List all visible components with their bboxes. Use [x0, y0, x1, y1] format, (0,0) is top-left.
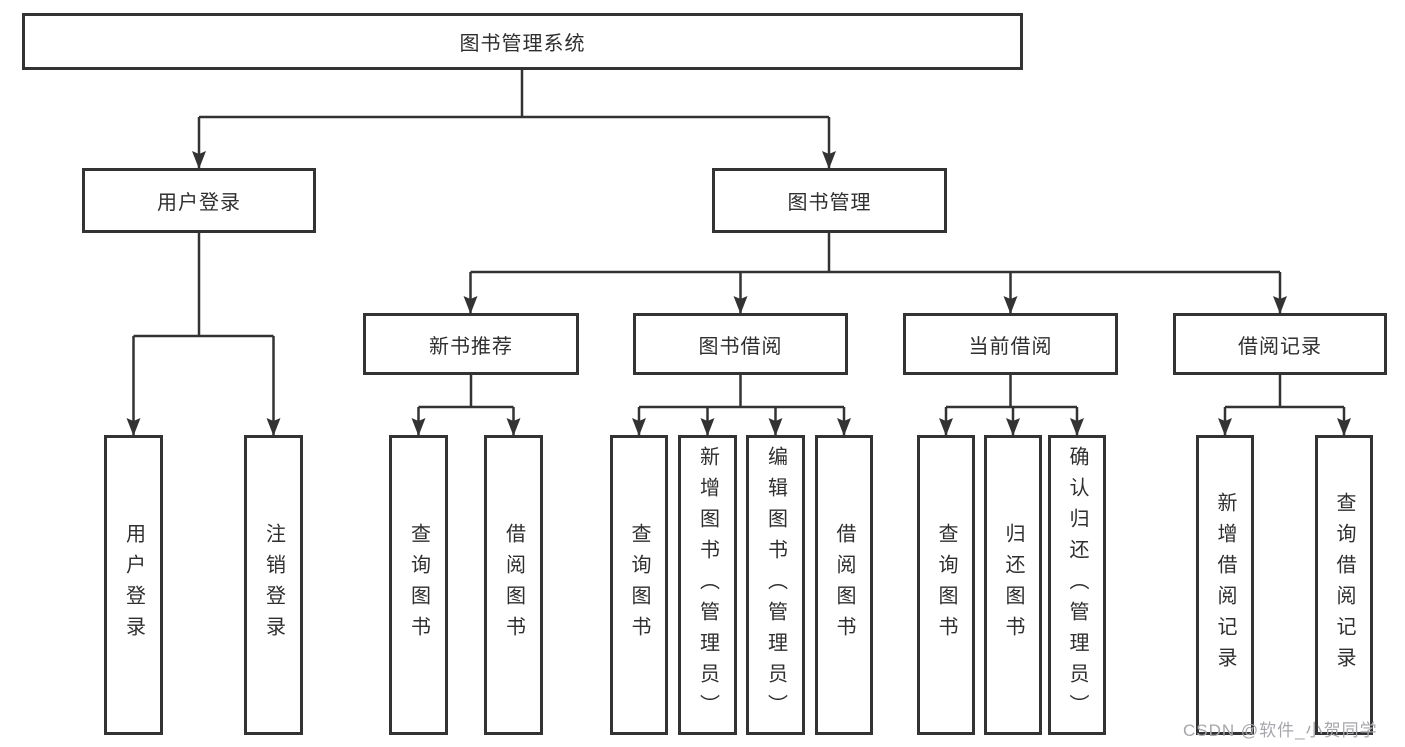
leaf-borrow-books-recommend: 借阅图书: [484, 435, 543, 735]
node-user-login: 用户登录: [82, 168, 316, 233]
connector-book-management-to-level3: [463, 233, 1287, 314]
leaf-confirm-return-admin: 确认归还（管理员）: [1048, 435, 1106, 735]
leaf-label: 查询借阅记录: [1333, 492, 1355, 678]
leaf-query-books-recommend: 查询图书: [389, 435, 448, 735]
leaf-label: 查询图书: [935, 523, 957, 647]
node-book-management: 图书管理: [712, 168, 947, 233]
leaf-label: 新增借阅记录: [1214, 492, 1236, 678]
leaf-label: 确认归还（管理员）: [1066, 445, 1088, 725]
leaf-add-borrow-record: 新增借阅记录: [1196, 435, 1254, 735]
csdn-watermark: CSDN @软件_小贺同学: [1183, 721, 1378, 740]
node-current-borrow: 当前借阅: [903, 313, 1118, 375]
connector-user-login-branch: [126, 233, 281, 436]
node-root-system: 图书管理系统: [22, 13, 1023, 70]
leaf-label: 查询图书: [407, 523, 430, 647]
connector-current-borrow-branch: [939, 375, 1084, 436]
leaf-label: 借阅图书: [502, 523, 525, 647]
leaf-label: 借阅图书: [833, 523, 855, 647]
connector-borrow-record-branch: [1218, 375, 1351, 436]
leaf-query-books-current: 查询图书: [917, 435, 975, 735]
leaf-label: 查询图书: [628, 523, 650, 647]
leaf-user-login: 用户登录: [104, 435, 163, 735]
node-book-borrow: 图书借阅: [633, 313, 848, 375]
leaf-add-books-admin: 新增图书（管理员）: [678, 435, 737, 735]
leaf-return-books: 归还图书: [984, 435, 1042, 735]
leaf-borrow-books: 借阅图书: [815, 435, 873, 735]
leaf-logout: 注销登录: [244, 435, 303, 735]
leaf-label: 注销登录: [262, 523, 285, 647]
connector-new-book-branch: [411, 375, 521, 436]
node-new-book-recommend: 新书推荐: [363, 313, 579, 375]
node-borrow-record: 借阅记录: [1173, 313, 1387, 375]
leaf-label: 编辑图书（管理员）: [764, 445, 787, 725]
leaf-edit-books-admin: 编辑图书（管理员）: [746, 435, 805, 735]
leaf-label: 新增图书（管理员）: [696, 445, 719, 725]
connector-root-to-level2: [192, 70, 836, 169]
leaf-label: 归还图书: [1002, 523, 1024, 647]
connector-book-borrow-branch: [632, 375, 851, 436]
leaf-query-books-borrow: 查询图书: [610, 435, 668, 735]
leaf-label: 用户登录: [122, 523, 145, 647]
leaf-query-borrow-record: 查询借阅记录: [1315, 435, 1373, 735]
